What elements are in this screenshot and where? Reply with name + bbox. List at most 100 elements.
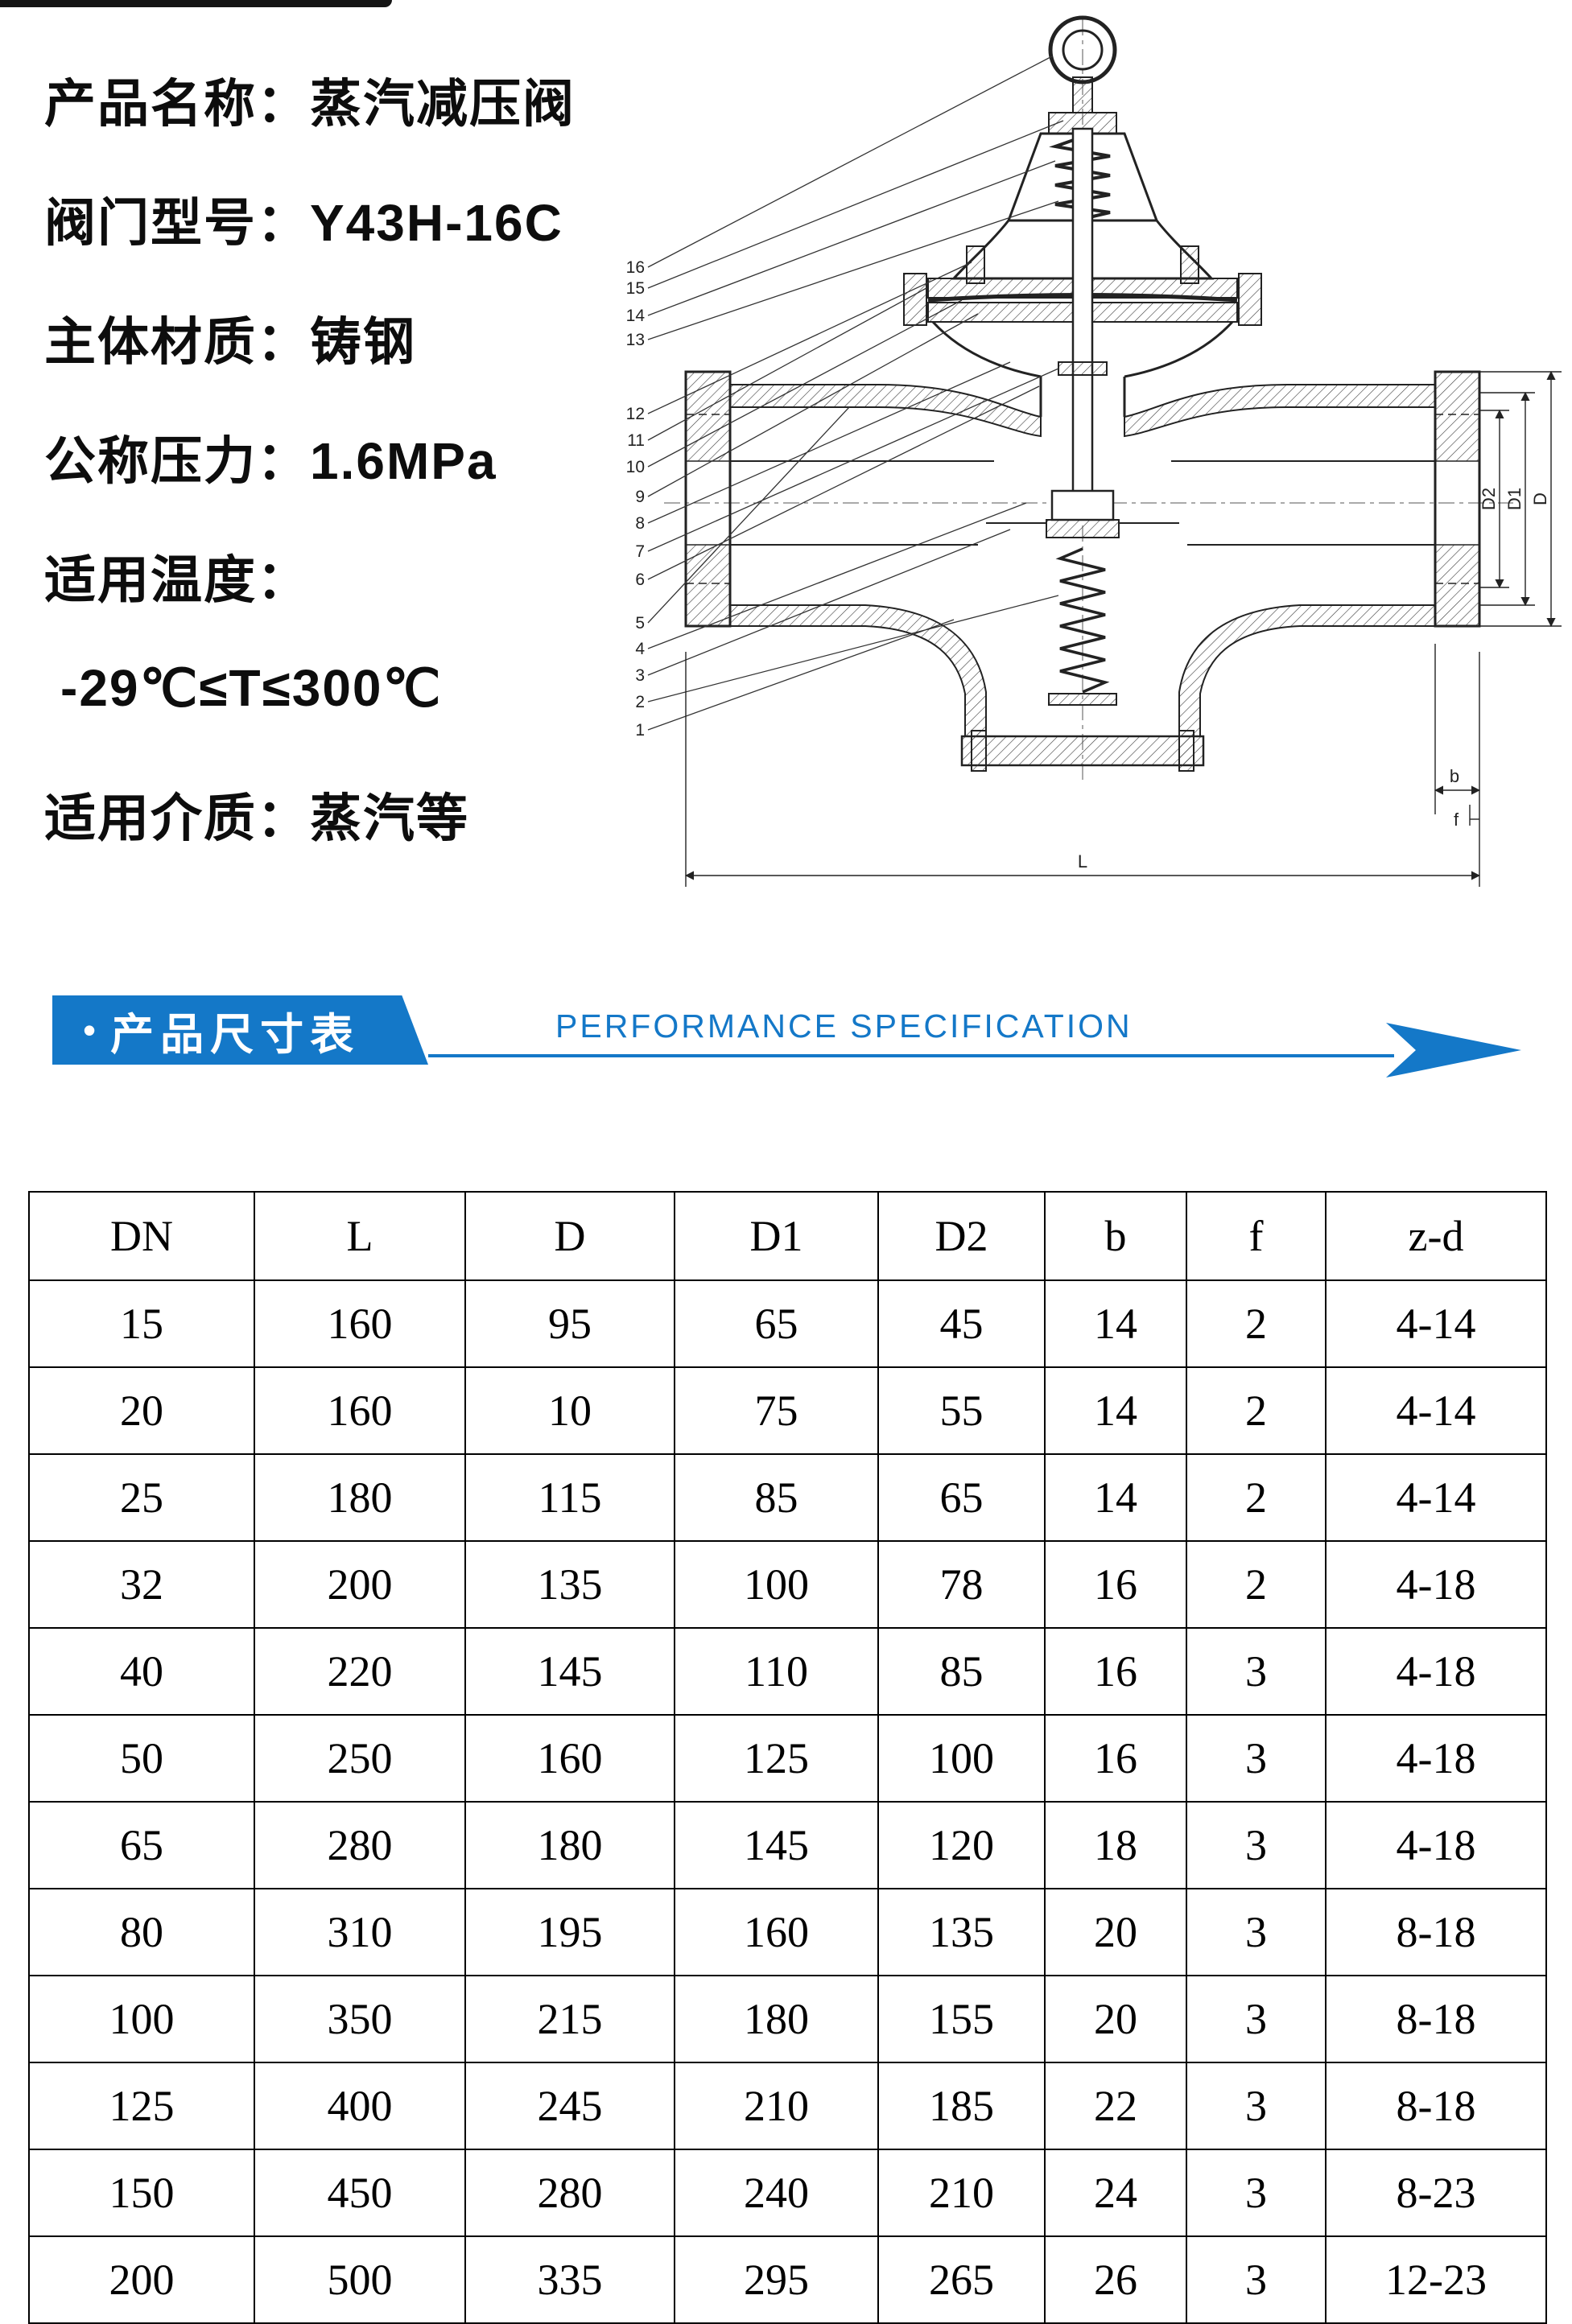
table-cell: 4-18 <box>1325 1801 1547 1889</box>
dim-label-d1: D1 <box>1504 488 1525 510</box>
banner-arrowhead-icon <box>1386 1023 1521 1078</box>
table-cell: 335 <box>464 2235 675 2324</box>
cropped-header-bar <box>0 0 392 7</box>
table-cell: 350 <box>254 1975 466 2063</box>
part-number-label: 7 <box>635 542 645 561</box>
table-cell: 3 <box>1186 1714 1327 1803</box>
table-cell: 22 <box>1044 2062 1187 2150</box>
table-cell: 3 <box>1186 1627 1327 1716</box>
part-number-label: 1 <box>635 721 645 740</box>
table-cell: 10 <box>464 1366 675 1455</box>
table-cell: 14 <box>1044 1366 1187 1455</box>
table-cell: 85 <box>877 1627 1046 1716</box>
table-cell: 25 <box>28 1453 255 1542</box>
table-cell: 14 <box>1044 1453 1187 1542</box>
part-number-label: 6 <box>635 571 645 589</box>
table-cell: 15 <box>28 1279 255 1368</box>
table-cell: 14 <box>1044 1279 1187 1368</box>
table-cell: 26 <box>1044 2235 1187 2324</box>
table-cell: 100 <box>674 1540 879 1629</box>
table-cell: 65 <box>28 1801 255 1889</box>
table-cell: 4-18 <box>1325 1627 1547 1716</box>
table-header-cell: D1 <box>674 1191 879 1281</box>
part-number-label: 8 <box>635 514 645 533</box>
part-number-label: 14 <box>626 307 646 325</box>
table-cell: 3 <box>1186 2149 1327 2237</box>
part-number-label: 10 <box>626 458 645 476</box>
table-cell: 400 <box>254 2062 466 2150</box>
table-cell: 155 <box>877 1975 1046 2063</box>
section-subtitle: PERFORMANCE SPECIFICATION <box>555 1007 1133 1045</box>
table-cell: 180 <box>254 1453 466 1542</box>
medium-line: 适用介质：蒸汽等 <box>44 789 469 847</box>
table-cell: 20 <box>1044 1975 1187 2063</box>
table-cell: 65 <box>674 1279 879 1368</box>
table-cell: 120 <box>877 1801 1046 1889</box>
table-cell: 265 <box>877 2235 1046 2324</box>
table-cell: 4-14 <box>1325 1366 1547 1455</box>
table-cell: 95 <box>464 1279 675 1368</box>
table-cell: 4-14 <box>1325 1279 1547 1368</box>
table-cell: 135 <box>877 1888 1046 1976</box>
part-number-label: 12 <box>626 405 645 423</box>
part-number-label: 4 <box>635 640 645 658</box>
table-cell: 125 <box>674 1714 879 1803</box>
section-banner: • 产品尺寸表 <box>52 995 428 1065</box>
table-cell: 115 <box>464 1453 675 1542</box>
section-title: 产品尺寸表 <box>110 1010 361 1059</box>
table-cell: 450 <box>254 2149 466 2237</box>
table-cell: 4-18 <box>1325 1714 1547 1803</box>
table-cell: 20 <box>28 1366 255 1455</box>
table-header-cell: f <box>1186 1191 1327 1281</box>
dim-label-l: L <box>1078 851 1087 872</box>
table-cell: 100 <box>877 1714 1046 1803</box>
dim-label-d2: D2 <box>1479 488 1499 510</box>
table-cell: 2 <box>1186 1366 1327 1455</box>
table-cell: 150 <box>28 2149 255 2237</box>
table-cell: 145 <box>464 1627 675 1716</box>
table-cell: 160 <box>464 1714 675 1803</box>
table-cell: 280 <box>254 1801 466 1889</box>
table-cell: 75 <box>674 1366 879 1455</box>
part-number-label: 5 <box>635 614 645 633</box>
table-cell: 16 <box>1044 1627 1187 1716</box>
table-cell: 215 <box>464 1975 675 2063</box>
part-number-label: 3 <box>635 666 645 685</box>
part-leader-lines <box>647 56 1064 731</box>
table-header-cell: L <box>254 1191 466 1281</box>
table-header-cell: b <box>1044 1191 1187 1281</box>
part-number-label: 13 <box>626 331 645 349</box>
table-cell: 240 <box>674 2149 879 2237</box>
table-cell: 85 <box>674 1453 879 1542</box>
table-cell: 32 <box>28 1540 255 1629</box>
part-number-label: 9 <box>635 488 645 506</box>
table-cell: 250 <box>254 1714 466 1803</box>
nominal-pressure-line: 公称压力：1.6MPa <box>44 432 497 490</box>
table-cell: 185 <box>877 2062 1046 2150</box>
table-cell: 55 <box>877 1366 1046 1455</box>
table-cell: 180 <box>674 1975 879 2063</box>
table-cell: 220 <box>254 1627 466 1716</box>
table-cell: 16 <box>1044 1714 1187 1803</box>
table-cell: 40 <box>28 1627 255 1716</box>
dimension-lines <box>684 370 1562 887</box>
table-cell: 24 <box>1044 2149 1187 2237</box>
table-cell: 2 <box>1186 1540 1327 1629</box>
table-cell: 210 <box>877 2149 1046 2237</box>
part-number-label: 11 <box>627 431 645 450</box>
table-cell: 8-18 <box>1325 1888 1547 1976</box>
dimension-labels: D2 D1 D L b f <box>1078 488 1550 872</box>
